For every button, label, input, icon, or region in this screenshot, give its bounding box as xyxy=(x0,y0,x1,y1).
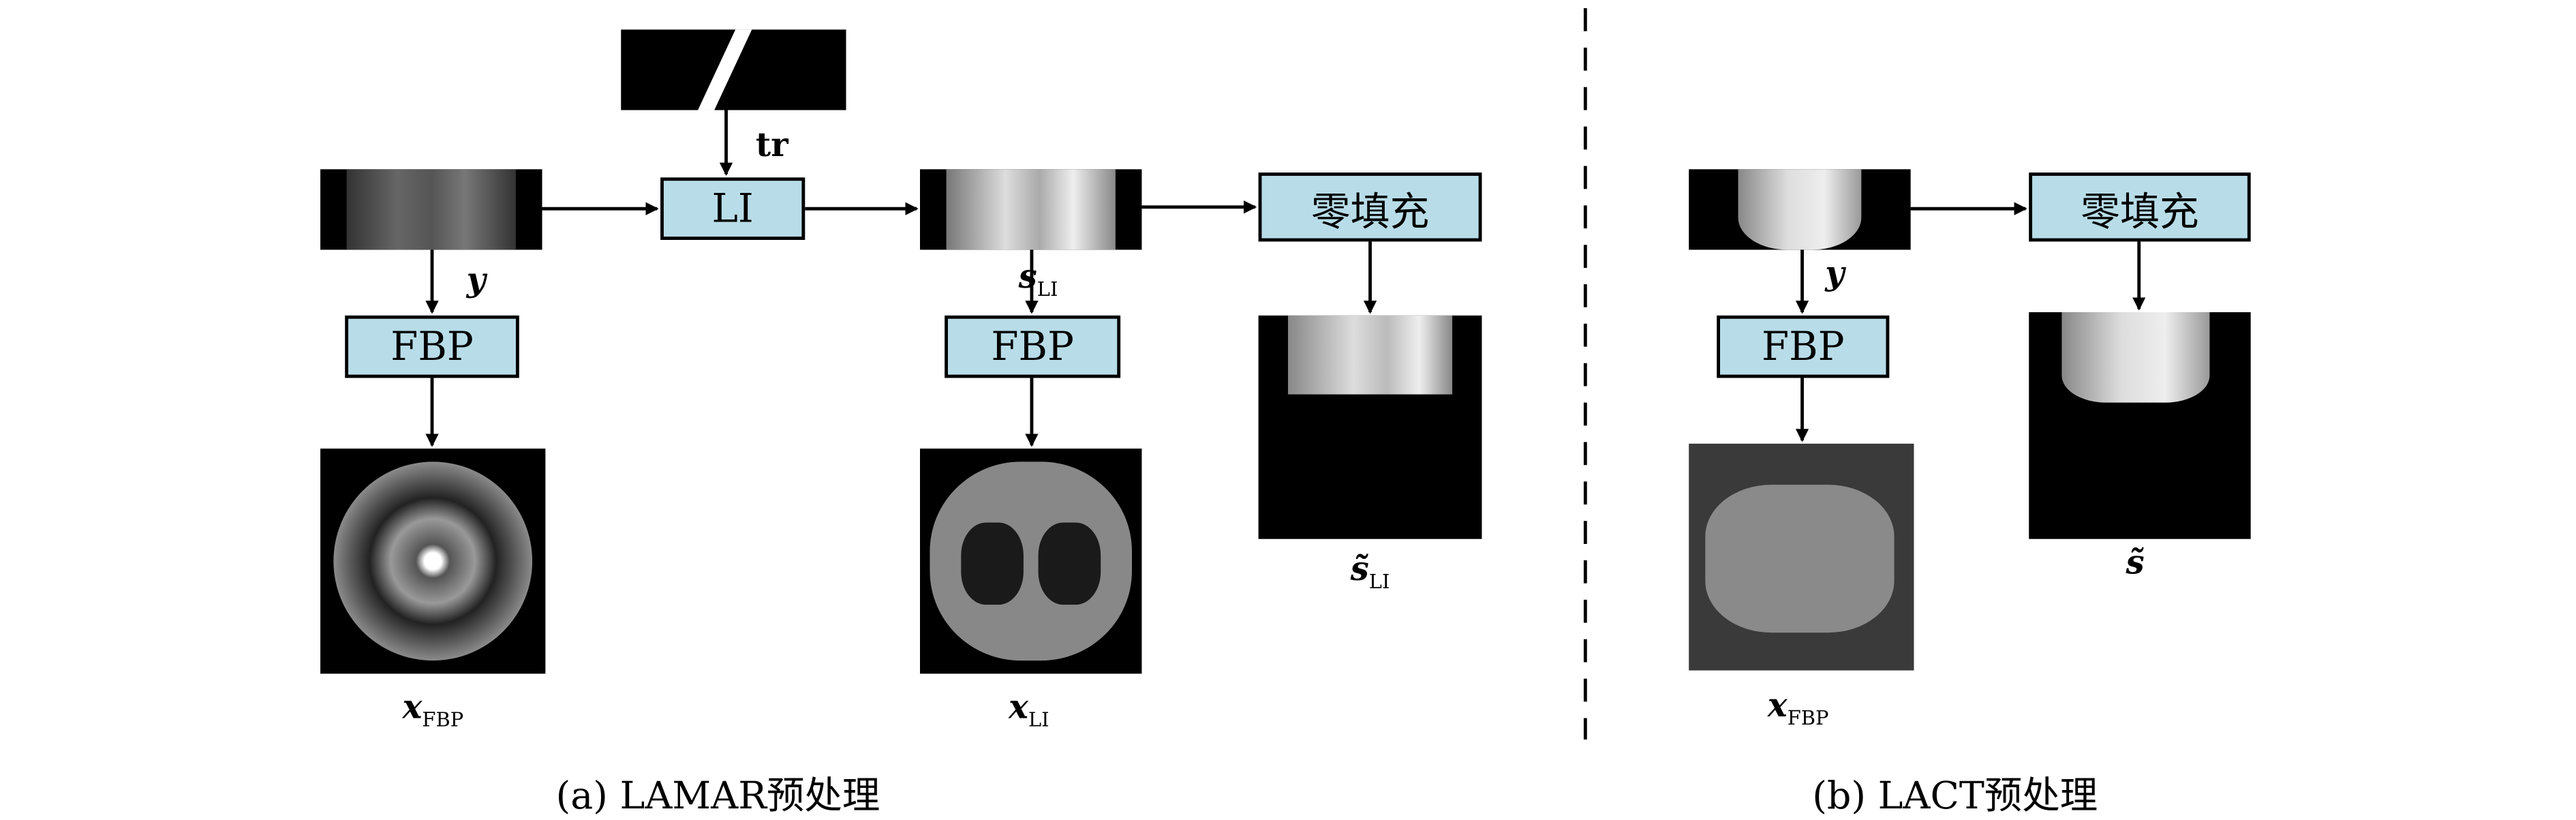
x-symbol: x xyxy=(1767,685,1788,725)
fbp-label: FBP xyxy=(390,323,474,370)
s-tilde-symbol: s̃ xyxy=(1350,549,1369,589)
s-tilde-subscript: LI xyxy=(1368,570,1390,594)
fbp-label: FBP xyxy=(991,323,1074,370)
fbp-label: FBP xyxy=(1761,323,1845,370)
sinogram-s-li-image xyxy=(919,169,1142,250)
x-subscript: LI xyxy=(1028,708,1049,731)
zero-fill-box: 零填充 xyxy=(1258,172,1482,242)
fbp-box-1: FBP xyxy=(345,315,519,378)
x-fbp-label-b: xFBP xyxy=(1768,685,1829,729)
trace-mask-image xyxy=(621,29,846,110)
caption-b: (b) LACT预处理 xyxy=(1812,775,2098,819)
zero-fill-label: 零填充 xyxy=(1310,188,1430,234)
s-symbol: s xyxy=(1018,256,1037,296)
s-li-label: sLI xyxy=(1019,256,1058,301)
caption-a: (a) LAMAR预处理 xyxy=(555,775,880,819)
s-subscript: LI xyxy=(1037,277,1058,301)
y-label-b: y xyxy=(1825,253,1845,293)
zero-fill-label: 零填充 xyxy=(2081,188,2199,234)
fbp-box-2: FBP xyxy=(945,315,1121,378)
y-label: y xyxy=(466,259,486,299)
sinogram-y-image-b xyxy=(1689,169,1911,250)
x-li-label: xLI xyxy=(1009,687,1049,731)
sinogram-y-image xyxy=(320,169,542,250)
tr-label: tr xyxy=(755,125,788,165)
fbp-box-b: FBP xyxy=(1717,315,1890,378)
li-label: LI xyxy=(711,185,754,232)
x-li-image xyxy=(919,449,1142,674)
x-symbol: x xyxy=(402,686,423,727)
zero-fill-box-b: 零填充 xyxy=(2029,172,2251,242)
s-tilde-li-label: s̃LI xyxy=(1351,549,1390,593)
s-tilde-image xyxy=(2029,312,2251,539)
x-symbol: x xyxy=(1009,686,1028,727)
x-subscript: FBP xyxy=(1787,706,1829,730)
s-tilde-li-image xyxy=(1258,315,1482,539)
x-fbp-image xyxy=(320,449,546,674)
x-subscript: FBP xyxy=(422,708,464,731)
x-fbp-label: xFBP xyxy=(403,687,464,731)
x-fbp-image-b xyxy=(1689,443,1914,671)
s-tilde-label: s̃ xyxy=(2126,542,2145,582)
li-box: LI xyxy=(660,177,806,240)
